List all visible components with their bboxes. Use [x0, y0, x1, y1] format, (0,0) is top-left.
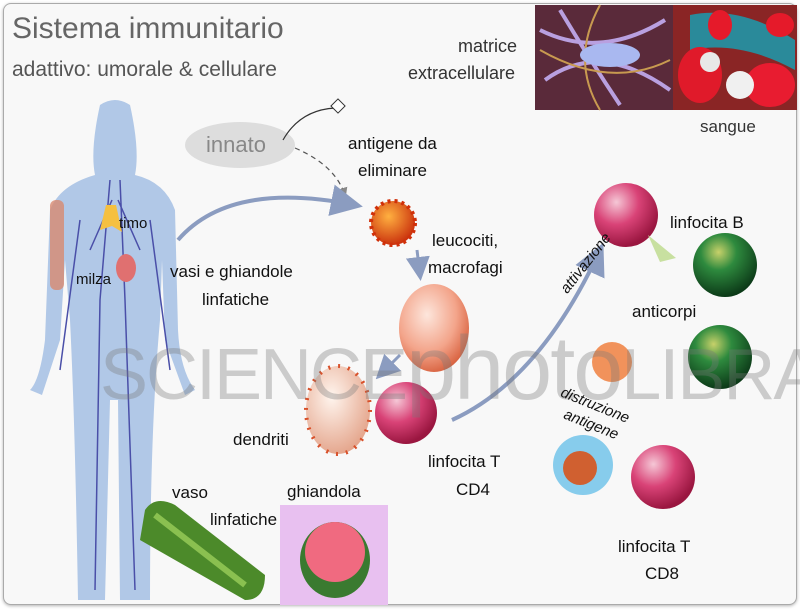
- label-linfocita-t-cd4: linfocita T: [428, 452, 501, 471]
- sangue-image: [673, 5, 797, 110]
- dashed-arrow: [294, 147, 348, 198]
- label-macrofagi: macrofagi: [428, 258, 503, 277]
- label-anticorpi: anticorpi: [632, 302, 697, 321]
- innato-bubble: [185, 122, 295, 168]
- label-sangue: sangue: [700, 117, 756, 136]
- watermark: SCIENCEphotoLIBRARY: [100, 318, 800, 421]
- linfocita-t-cd8-cell: [631, 445, 695, 509]
- antigen-icon: [330, 98, 346, 114]
- plasma-b-cell: [688, 325, 752, 389]
- infected-cell-core: [563, 451, 597, 485]
- leucocita-cell: [369, 199, 417, 247]
- page-subtitle: adattivo: umorale & cellulare: [12, 58, 277, 81]
- label-linfocita-b: linfocita B: [670, 213, 744, 232]
- label-linfatiche: linfatiche: [210, 510, 278, 529]
- label-matrice: matrice: [458, 36, 518, 56]
- label-eliminare: eliminare: [358, 161, 427, 180]
- vaso-linfatico-image: [140, 501, 265, 600]
- matrice-extracellulare-image: [535, 4, 673, 111]
- linfocita-b-cell: [693, 233, 757, 297]
- label-dendriti: dendriti: [233, 430, 289, 449]
- arrow-vasi-to-leucociti: [176, 184, 363, 242]
- activating-t-cell: [594, 183, 658, 247]
- arrow-macrofagi-to-dendriti: [375, 353, 402, 380]
- label-ghiandola: ghiandola: [287, 482, 361, 501]
- label-vasi: vasi e ghiandole: [170, 262, 293, 281]
- label-milza: milza: [76, 271, 112, 288]
- label-linfatiche-vasi: linfatiche: [202, 290, 270, 309]
- label-vaso: vaso: [172, 483, 208, 502]
- label-linfocita-t-cd8: linfocita T: [618, 537, 691, 556]
- ghiandola-image: [280, 505, 388, 605]
- watermark-part: photo: [406, 319, 623, 419]
- activation-arrow: [648, 235, 676, 262]
- label-cd4: CD4: [456, 480, 491, 499]
- dendrite-cell: [304, 364, 372, 456]
- label-extracellulare: extracellulare: [408, 63, 516, 83]
- watermark-part: LIBRARY: [621, 335, 800, 415]
- label-cd8: CD8: [645, 564, 680, 583]
- arrow-cd4-to-activation: [451, 242, 605, 422]
- destroyed-antigen: [592, 342, 632, 382]
- watermark-part: SCIENCE: [100, 335, 408, 415]
- macrofago-cell: [399, 284, 469, 372]
- label-timo: timo: [119, 215, 148, 232]
- linfocita-t-cd4-cell: [375, 382, 437, 444]
- arrow-leucociti-to-macrofagi: [405, 249, 430, 281]
- antigen-stem: [282, 107, 336, 141]
- label-innato: innato: [206, 132, 266, 157]
- label-antigene: antigene da: [348, 134, 437, 153]
- label-leucociti: leucociti,: [432, 231, 499, 250]
- page-title: Sistema immunitario: [12, 12, 284, 45]
- human-body-illustration: [30, 100, 195, 600]
